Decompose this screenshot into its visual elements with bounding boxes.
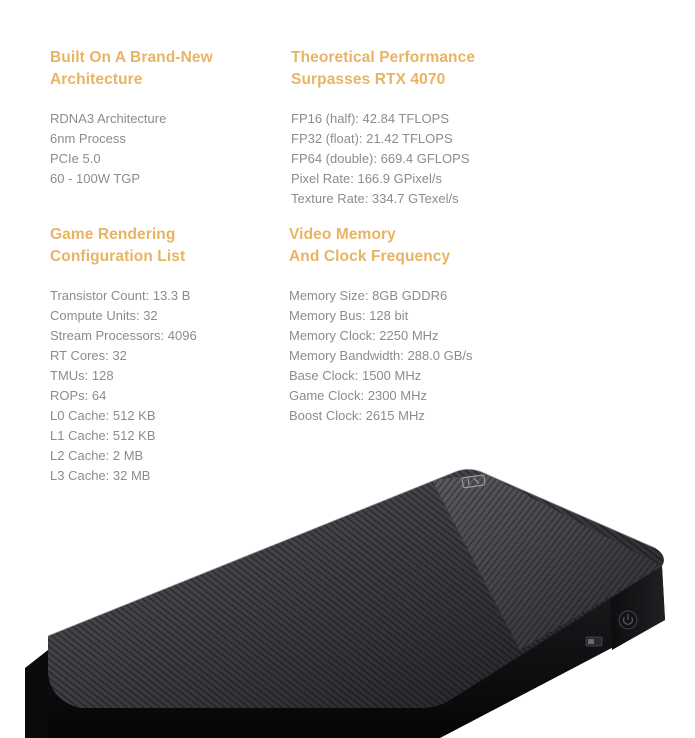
list-item: FP16 (half): 42.84 TFLOPS: [291, 111, 449, 126]
rendering-section: Game Rendering Configuration List Transi…: [50, 224, 197, 486]
list-item: Memory Bus: 128 bit: [289, 308, 409, 323]
list-item: RT Cores: 32: [50, 348, 127, 363]
list-item: Pixel Rate: 166.9 GPixel/s: [291, 171, 443, 186]
list-item: Transistor Count: 13.3 B: [50, 288, 191, 303]
rendering-heading: Game Rendering Configuration List: [50, 224, 197, 268]
rendering-list: Transistor Count: 13.3 B Compute Units: …: [50, 286, 197, 486]
list-item: 6nm Process: [50, 131, 126, 146]
rendering-heading-line2: Configuration List: [50, 248, 186, 265]
architecture-section: Built On A Brand-New Architecture RDNA3 …: [50, 47, 213, 189]
list-item: Stream Processors: 4096: [50, 328, 197, 343]
brand-logo-icon: [461, 474, 486, 489]
architecture-list: RDNA3 Architecture 6nm Process PCIe 5.0 …: [50, 109, 213, 189]
performance-heading-line2: Surpasses RTX 4070: [291, 71, 446, 88]
power-icon: [618, 610, 638, 630]
list-item: TMUs: 128: [50, 368, 114, 383]
list-item: Boost Clock: 2615 MHz: [289, 408, 425, 423]
memory-heading-line2: And Clock Frequency: [289, 248, 451, 265]
list-item: 60 - 100W TGP: [50, 171, 141, 186]
performance-section: Theoretical Performance Surpasses RTX 40…: [291, 47, 475, 209]
architecture-heading-line1: Built On A Brand-New: [50, 49, 213, 66]
list-item: Memory Bandwidth: 288.0 GB/s: [289, 348, 473, 363]
list-item: L0 Cache: 512 KB: [50, 408, 156, 423]
list-item: Memory Clock: 2250 MHz: [289, 328, 439, 343]
list-item: Base Clock: 1500 MHz: [289, 368, 422, 383]
performance-heading: Theoretical Performance Surpasses RTX 40…: [291, 47, 475, 91]
memory-section: Video Memory And Clock Frequency Memory …: [289, 224, 473, 426]
list-item: L3 Cache: 32 MB: [50, 468, 151, 483]
rendering-heading-line1: Game Rendering: [50, 226, 176, 243]
performance-heading-line1: Theoretical Performance: [291, 49, 476, 66]
list-item: Compute Units: 32: [50, 308, 158, 323]
mode-switch-icon: [585, 636, 603, 647]
list-item: ROPs: 64: [50, 388, 107, 403]
architecture-heading-line2: Architecture: [50, 71, 143, 88]
memory-heading-line1: Video Memory: [289, 226, 396, 243]
list-item: FP32 (float): 21.42 TFLOPS: [291, 131, 453, 146]
list-item: FP64 (double): 669.4 GFLOPS: [291, 151, 470, 166]
list-item: PCIe 5.0: [50, 151, 101, 166]
list-item: RDNA3 Architecture: [50, 111, 167, 126]
list-item: L2 Cache: 2 MB: [50, 448, 144, 463]
memory-heading: Video Memory And Clock Frequency: [289, 224, 473, 268]
memory-list: Memory Size: 8GB GDDR6 Memory Bus: 128 b…: [289, 286, 473, 426]
list-item: L1 Cache: 512 KB: [50, 428, 156, 443]
list-item: Texture Rate: 334.7 GTexel/s: [291, 191, 459, 206]
performance-list: FP16 (half): 42.84 TFLOPS FP32 (float): …: [291, 109, 475, 209]
list-item: Memory Size: 8GB GDDR6: [289, 288, 448, 303]
architecture-heading: Built On A Brand-New Architecture: [50, 47, 213, 91]
list-item: Game Clock: 2300 MHz: [289, 388, 427, 403]
